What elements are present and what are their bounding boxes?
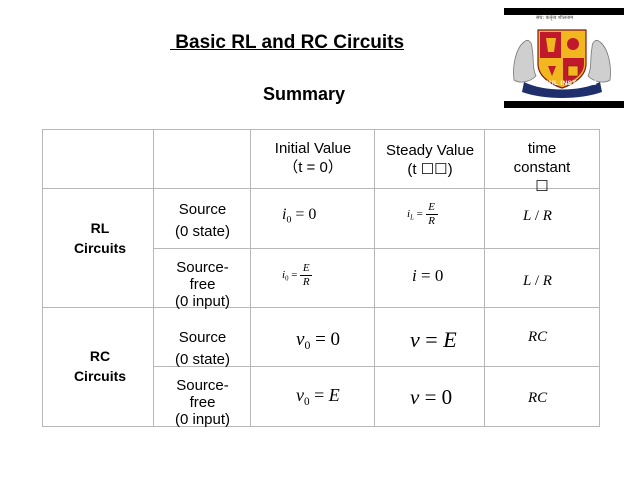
row-label-rl-source-free: Source- free (0 input)	[174, 259, 231, 310]
header-initial-value: Initial Value （t = 0）	[274, 140, 352, 176]
formula-rl-free-steady: i = 0	[412, 266, 444, 285]
formula-rc-free-tau: RC	[528, 390, 548, 406]
group-label-rl: RL Circuits	[73, 220, 127, 256]
header-time-constant: time constant ☐	[513, 140, 571, 195]
logo-top-bar	[504, 8, 624, 15]
formula-rc-free-steady: v = 0	[410, 385, 453, 409]
row-label-rl-source: Source (0 state)	[174, 201, 231, 240]
formula-rc-source-tau: RC	[528, 329, 548, 345]
formula-rc-source-steady: v = E	[410, 327, 457, 352]
logo-banner-text: PARUL INSTITUTE	[535, 80, 597, 87]
row-label-rc-source-free: Source- free (0 input)	[174, 377, 231, 428]
logo-bottom-bar	[504, 101, 624, 108]
formula-rc-source-initial: v0 = 0	[296, 329, 341, 353]
formula-rc-free-initial: v0 = E	[296, 385, 340, 408]
institute-logo	[513, 29, 611, 98]
formula-rl-source-initial: i0 = 0	[282, 206, 317, 226]
group-label-rc: RC Circuits	[73, 348, 127, 384]
page-subtitle: Summary	[263, 84, 346, 104]
logo-motto: संघ: कर्तृत्व शीलताम	[536, 15, 574, 21]
row-label-rc-source: Source (0 state)	[174, 329, 231, 368]
formula-rl-free-tau: L / R	[523, 273, 552, 289]
header-steady-value: Steady Value (t ☐☐)	[385, 142, 475, 178]
formula-rl-source-tau: L / R	[523, 208, 552, 224]
page-title: Basic RL and RC Circuits	[170, 32, 405, 53]
